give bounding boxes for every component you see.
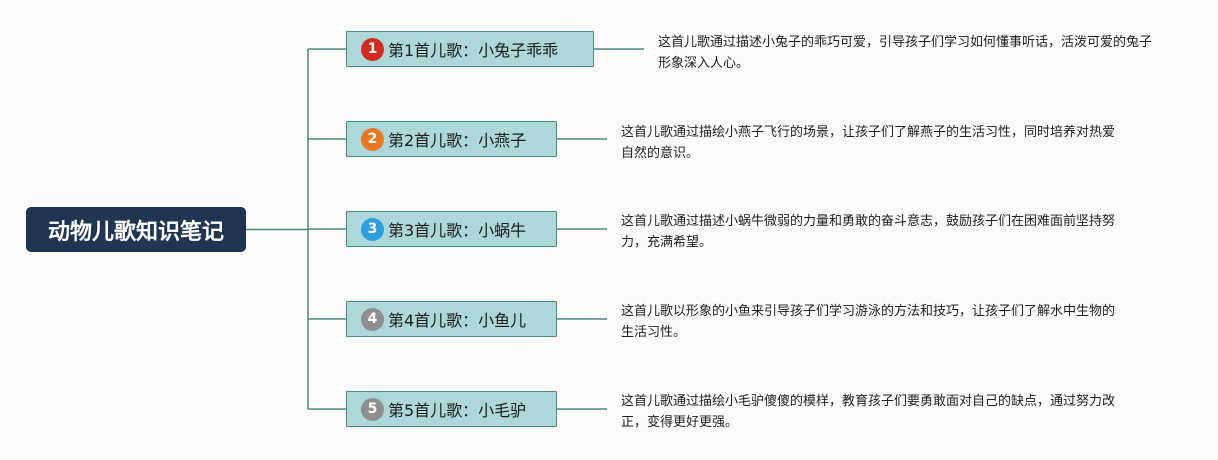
root-topic[interactable]: 动物儿歌知识笔记 bbox=[26, 207, 246, 252]
branch-topic-label: 第1首儿歌：小兔子乖乖 bbox=[388, 41, 559, 60]
branch-topic-1[interactable]: 1 第1首儿歌：小兔子乖乖 bbox=[346, 31, 594, 67]
root-topic-label: 动物儿歌知识笔记 bbox=[47, 219, 224, 245]
branch-topic-4[interactable]: 4 第4首儿歌：小鱼儿 bbox=[346, 301, 557, 337]
branch-note-1: 这首儿歌通过描述小兔子的乖巧可爱，引导孩子们学习如何懂事听话，活泼可爱的兔子形象… bbox=[658, 35, 1153, 71]
branch-note-5: 这首儿歌通过描绘小毛驴傻傻的模样，教育孩子们要勇敢面对自己的缺点，通过努力改正，… bbox=[621, 394, 1116, 430]
branch-topic-label: 第2首儿歌：小燕子 bbox=[388, 131, 527, 150]
branch-note-2: 这首儿歌通过描绘小燕子飞行的场景，让孩子们了解燕子的生活习性，同时培养对热爱自然… bbox=[621, 125, 1116, 161]
priority-4-icon: 4 bbox=[361, 307, 384, 331]
branch-note-4: 这首儿歌以形象的小鱼来引导孩子们学习游泳的方法和技巧，让孩子们了解水中生物的生活… bbox=[621, 304, 1116, 340]
branch-topic-label: 第5首儿歌：小毛驴 bbox=[388, 401, 527, 420]
branch-note-3: 这首儿歌通过描述小蜗牛微弱的力量和勇敢的奋斗意志，鼓励孩子们在困难面前坚持努力，… bbox=[621, 214, 1116, 250]
priority-2-icon: 2 bbox=[361, 127, 384, 151]
priority-3-icon: 3 bbox=[361, 217, 384, 241]
branch-topic-2[interactable]: 2 第2首儿歌：小燕子 bbox=[346, 121, 557, 157]
branch-topic-label: 第3首儿歌：小蜗牛 bbox=[388, 221, 527, 240]
priority-1-icon: 1 bbox=[361, 37, 384, 61]
branch-topic-label: 第4首儿歌：小鱼儿 bbox=[388, 311, 527, 330]
priority-5-icon: 5 bbox=[361, 397, 384, 421]
branch-topic-5[interactable]: 5 第5首儿歌：小毛驴 bbox=[346, 391, 557, 427]
branch-topic-3[interactable]: 3 第3首儿歌：小蜗牛 bbox=[346, 211, 557, 247]
